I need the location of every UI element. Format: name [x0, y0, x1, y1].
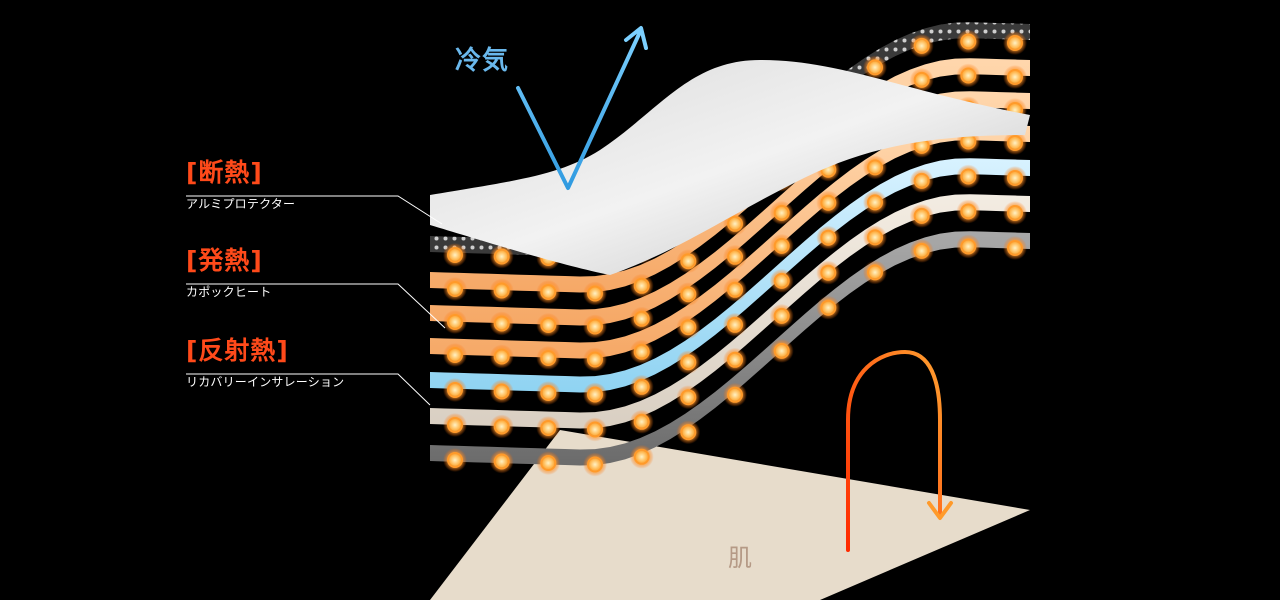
heat-dot [723, 348, 747, 372]
heat-dot [676, 350, 700, 374]
label-heating-heading: [発熱] [186, 246, 271, 276]
heat-dot [443, 378, 467, 402]
heat-dot [910, 239, 934, 263]
heat-dot [536, 451, 560, 475]
heat-dot [910, 204, 934, 228]
heat-dot [676, 315, 700, 339]
heat-dot [490, 279, 514, 303]
heat-dot [443, 448, 467, 472]
heat-dot [490, 415, 514, 439]
heat-dot [816, 191, 840, 215]
label-reflect-heading: [反射熱] [186, 336, 344, 366]
heat-dot [676, 385, 700, 409]
heat-dot [723, 313, 747, 337]
heat-dot [536, 280, 560, 304]
heat-dot [536, 381, 560, 405]
heat-dot [490, 380, 514, 404]
cold-air-label: 冷気 [455, 40, 509, 77]
heat-dot [1003, 65, 1027, 89]
heat-dot [443, 413, 467, 437]
heat-dot [910, 34, 934, 58]
heat-dot [490, 312, 514, 336]
heat-dot [490, 345, 514, 369]
heat-dot [676, 420, 700, 444]
heat-dot [956, 30, 980, 54]
heat-dot [910, 169, 934, 193]
heat-dot [630, 445, 654, 469]
heat-dot [536, 346, 560, 370]
label-reflect-sub: リカバリーインサレーション [186, 374, 344, 390]
heat-dot [956, 235, 980, 259]
heat-dot [956, 200, 980, 224]
heat-dot [863, 225, 887, 249]
heat-dot [583, 383, 607, 407]
heat-dot [723, 383, 747, 407]
skin-label: 肌 [728, 538, 752, 573]
heat-dot [863, 155, 887, 179]
heat-dot [443, 343, 467, 367]
heat-dot [676, 249, 700, 273]
heat-dot [1003, 31, 1027, 55]
heat-dot [723, 245, 747, 269]
heat-dot [770, 234, 794, 258]
heat-dot [583, 282, 607, 306]
heat-dot [490, 450, 514, 474]
heat-dot [536, 416, 560, 440]
heat-dot [630, 410, 654, 434]
heat-dot [770, 304, 794, 328]
heat-dot [723, 278, 747, 302]
label-insulation: [断熱] アルミプロテクター [186, 158, 295, 212]
heat-dot [770, 201, 794, 225]
heat-dot [676, 282, 700, 306]
heat-dot [1003, 201, 1027, 225]
heat-dot [630, 274, 654, 298]
label-heating: [発熱] カポックヒート [186, 246, 271, 300]
heat-dot [863, 260, 887, 284]
heat-dot [630, 307, 654, 331]
heat-dot [1003, 166, 1027, 190]
heat-dot [816, 226, 840, 250]
heat-dot [770, 339, 794, 363]
label-insulation-heading: [断熱] [186, 158, 295, 188]
heat-dot [443, 277, 467, 301]
heat-dot [816, 296, 840, 320]
heat-dot [1003, 236, 1027, 260]
heat-dot [583, 418, 607, 442]
heat-dot [583, 348, 607, 372]
heat-dot [583, 315, 607, 339]
heat-dot [583, 453, 607, 477]
heat-dot [443, 310, 467, 334]
heat-dot [630, 375, 654, 399]
heat-dot [536, 313, 560, 337]
heat-dot [770, 269, 794, 293]
label-reflect: [反射熱] リカバリーインサレーション [186, 336, 344, 390]
label-heating-sub: カポックヒート [186, 284, 271, 300]
heat-dot [443, 243, 467, 267]
heat-dot [630, 340, 654, 364]
label-insulation-sub: アルミプロテクター [186, 196, 295, 212]
heat-dot [863, 190, 887, 214]
heat-dot [816, 261, 840, 285]
heat-dot [956, 64, 980, 88]
heat-dot [956, 165, 980, 189]
